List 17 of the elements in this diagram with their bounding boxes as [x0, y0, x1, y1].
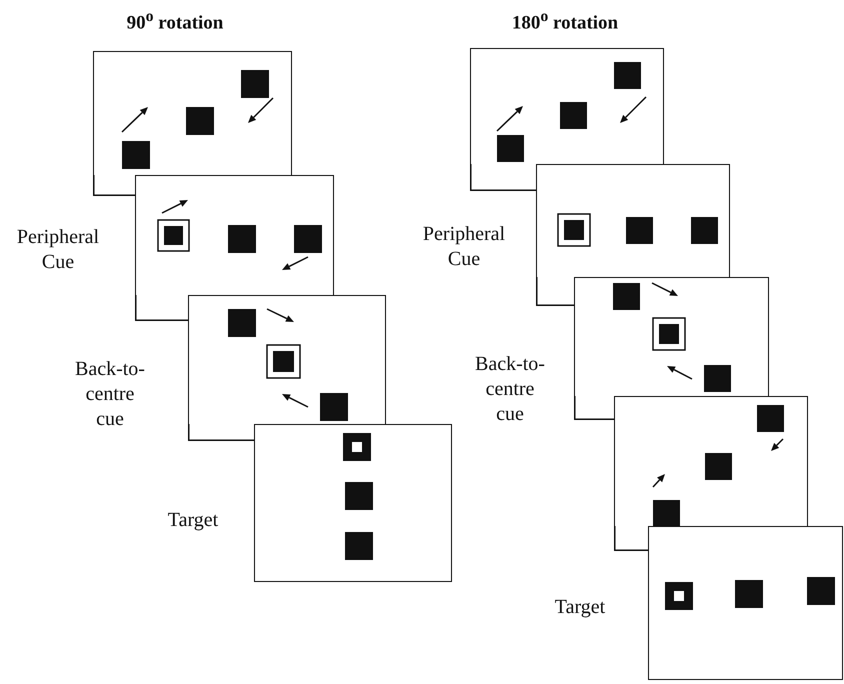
phase-label: Target	[166, 508, 220, 533]
phase-label: Back-to-centre cue	[74, 357, 146, 432]
display-frame	[470, 48, 664, 164]
phase-label: Back-to-centre cue	[474, 352, 546, 427]
display-frame	[648, 526, 843, 680]
phase-label: Peripheral Cue	[422, 222, 506, 272]
phase-label: Target	[554, 595, 606, 620]
display-frame	[536, 164, 730, 277]
column-heading: 90$^{o}$ rotation	[126, 8, 224, 34]
display-frame	[614, 396, 808, 526]
column-heading: 180$^{o}$ rotation	[510, 8, 620, 34]
display-frame	[188, 295, 386, 424]
display-frame	[93, 51, 292, 175]
phase-label: Peripheral Cue	[16, 225, 100, 275]
display-frame	[254, 424, 452, 582]
display-frame	[574, 277, 769, 396]
display-frame	[135, 175, 334, 295]
